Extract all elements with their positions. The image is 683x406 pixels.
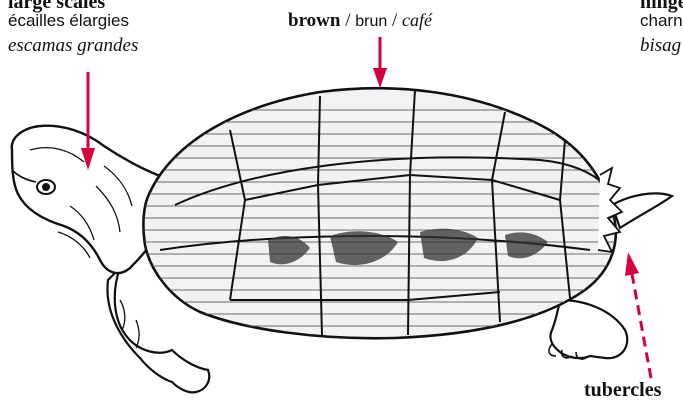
arrow-brown (373, 37, 387, 88)
label-color: brown / brun / café (288, 11, 432, 31)
label-color-sep: / (345, 10, 350, 31)
label-large-scales-fr: écailles élargies (8, 12, 129, 30)
label-color-fr: brun (355, 13, 387, 30)
arrow-tubercles (625, 252, 651, 378)
turtle-shell (140, 88, 622, 338)
label-color-sep2: / (392, 10, 397, 31)
label-hinge-es: bisag (640, 36, 681, 56)
label-hinge-fr: charn (640, 12, 683, 30)
label-color-en: brown (288, 10, 340, 31)
hind-leg (550, 300, 627, 358)
label-large-scales-es: escamas grandes (8, 36, 138, 56)
label-tubercles: tubercles (584, 380, 661, 401)
label-color-es: café (402, 10, 432, 30)
